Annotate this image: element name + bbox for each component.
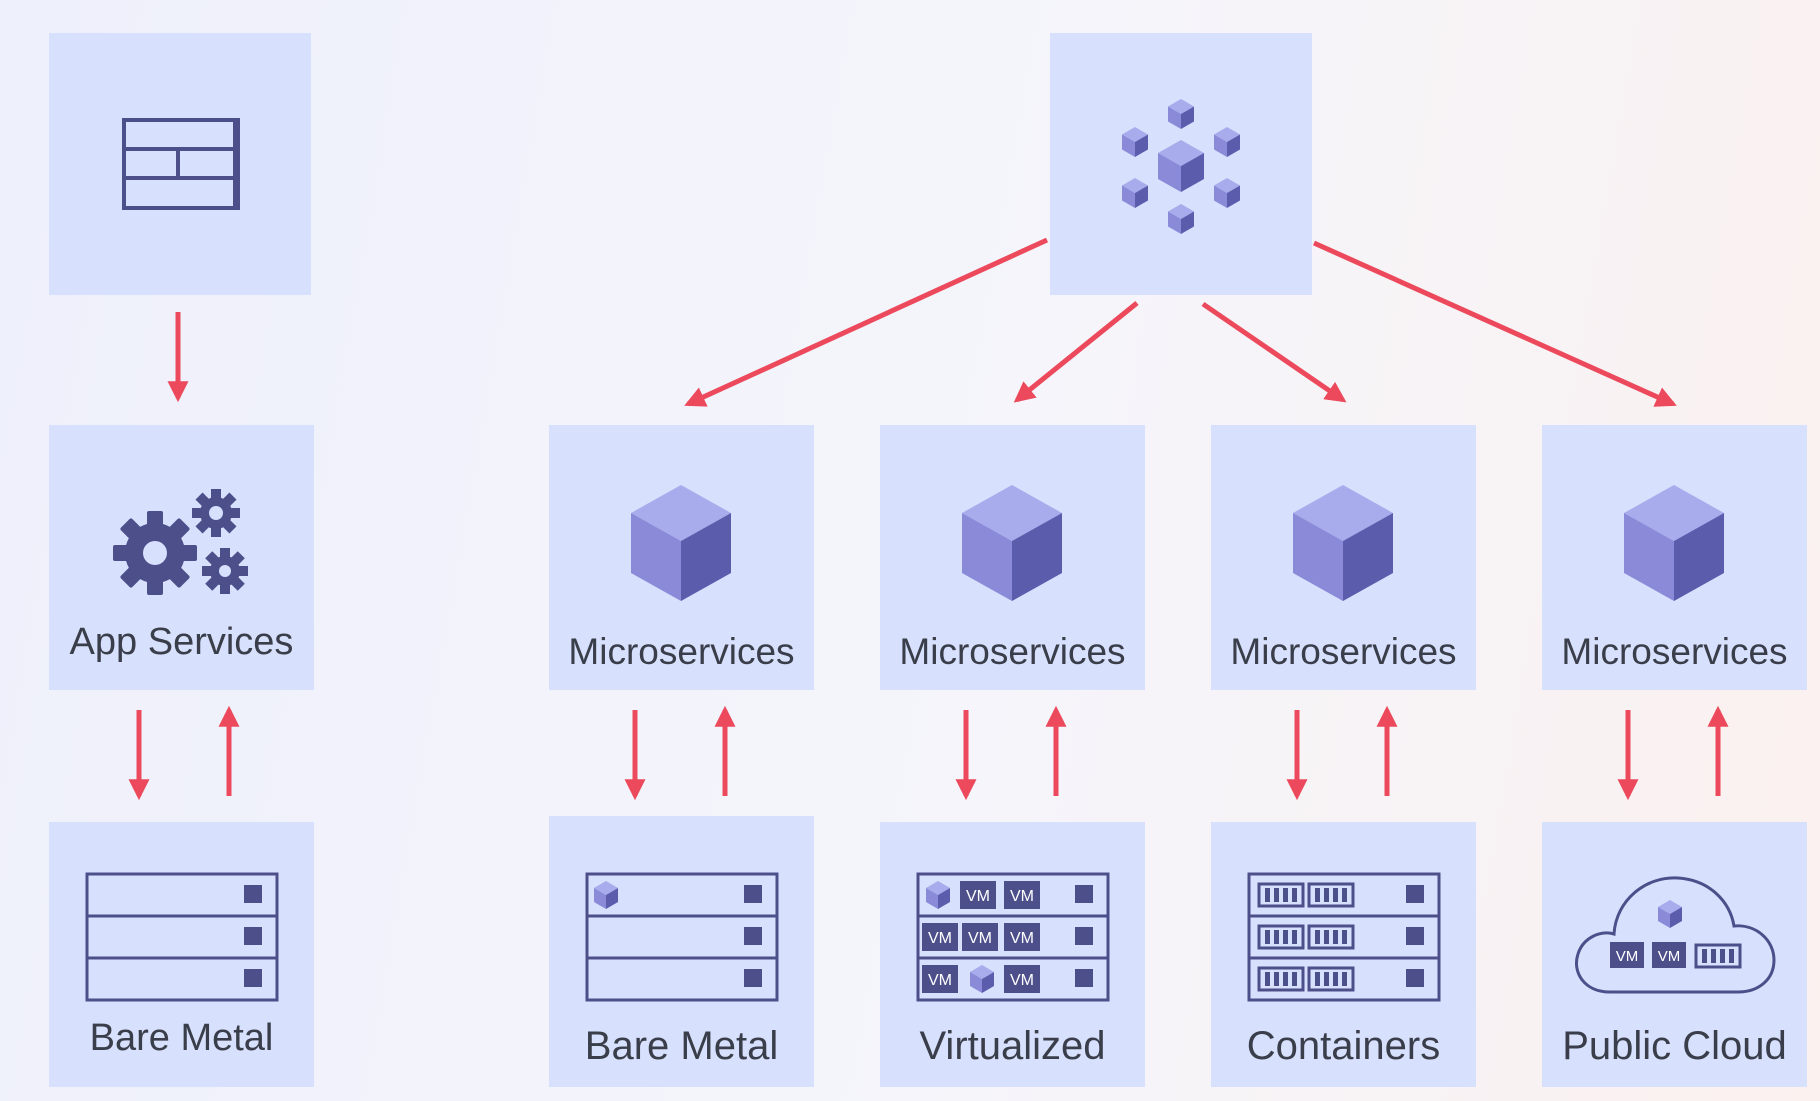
server-rack-icon xyxy=(85,872,279,1002)
infra-box-containers: Containers xyxy=(1211,822,1476,1087)
gears-icon xyxy=(113,489,248,595)
microservice-label-4: Microservices xyxy=(1561,631,1788,672)
monolith-grid-icon xyxy=(122,118,240,210)
left-bare-metal-label: Bare Metal xyxy=(89,1017,274,1059)
infra-label-public-cloud: Public Cloud xyxy=(1562,1024,1787,1068)
cube-icon xyxy=(962,485,1062,601)
arrow-top-to-ms4 xyxy=(1312,240,1677,407)
arrow-top-to-ms2 xyxy=(1013,301,1139,403)
microservice-box-4: Microservices xyxy=(1542,425,1807,690)
monolith-box xyxy=(49,33,311,295)
vm-tag: VM xyxy=(1010,972,1034,989)
vm-tag: VM xyxy=(928,930,952,947)
microservice-box-2: Microservices xyxy=(880,425,1145,690)
arrow-top-to-ms1 xyxy=(684,237,1049,407)
vm-tag: VM xyxy=(1658,948,1681,965)
cube-icon xyxy=(1293,485,1393,601)
cloud-icon: VM VM xyxy=(1575,876,1776,994)
vm-tag: VM xyxy=(1616,948,1639,965)
cube-icon xyxy=(631,485,731,601)
microservice-box-3: Microservices xyxy=(1211,425,1476,690)
app-services-box: App Services xyxy=(49,425,314,690)
microservice-label-3: Microservices xyxy=(1230,631,1457,672)
microservice-label-2: Microservices xyxy=(899,631,1126,672)
microservice-label-1: Microservices xyxy=(568,631,795,672)
cube-cluster-icon xyxy=(1122,99,1240,234)
arrow-top-to-ms3 xyxy=(1201,301,1347,403)
containers-server-icon xyxy=(1247,872,1441,1002)
infra-label-virtualized: Virtualized xyxy=(919,1024,1106,1068)
app-services-label: App Services xyxy=(69,621,294,663)
server-with-cube-icon xyxy=(585,872,779,1002)
infra-label-containers: Containers xyxy=(1246,1024,1441,1068)
vm-tag: VM xyxy=(1010,888,1034,905)
vm-tag: VM xyxy=(968,930,992,947)
vm-tag: VM xyxy=(1010,930,1034,947)
infra-label-bare-metal: Bare Metal xyxy=(584,1024,779,1068)
cube-icon xyxy=(1624,485,1724,601)
infra-box-virtualized: VM VM VM VM VM VM VM Virtualized xyxy=(880,822,1145,1087)
left-bare-metal-box: Bare Metal xyxy=(49,822,314,1087)
vm-tag: VM xyxy=(966,888,990,905)
virtualized-server-icon: VM VM VM VM VM VM VM xyxy=(916,872,1110,1002)
infra-box-public-cloud: VM VM Public Cloud xyxy=(1542,822,1807,1087)
microservice-box-1: Microservices xyxy=(549,425,814,690)
vm-tag: VM xyxy=(928,972,952,989)
microservices-cluster-box xyxy=(1050,33,1312,295)
infra-box-bare-metal: Bare Metal xyxy=(549,816,814,1087)
